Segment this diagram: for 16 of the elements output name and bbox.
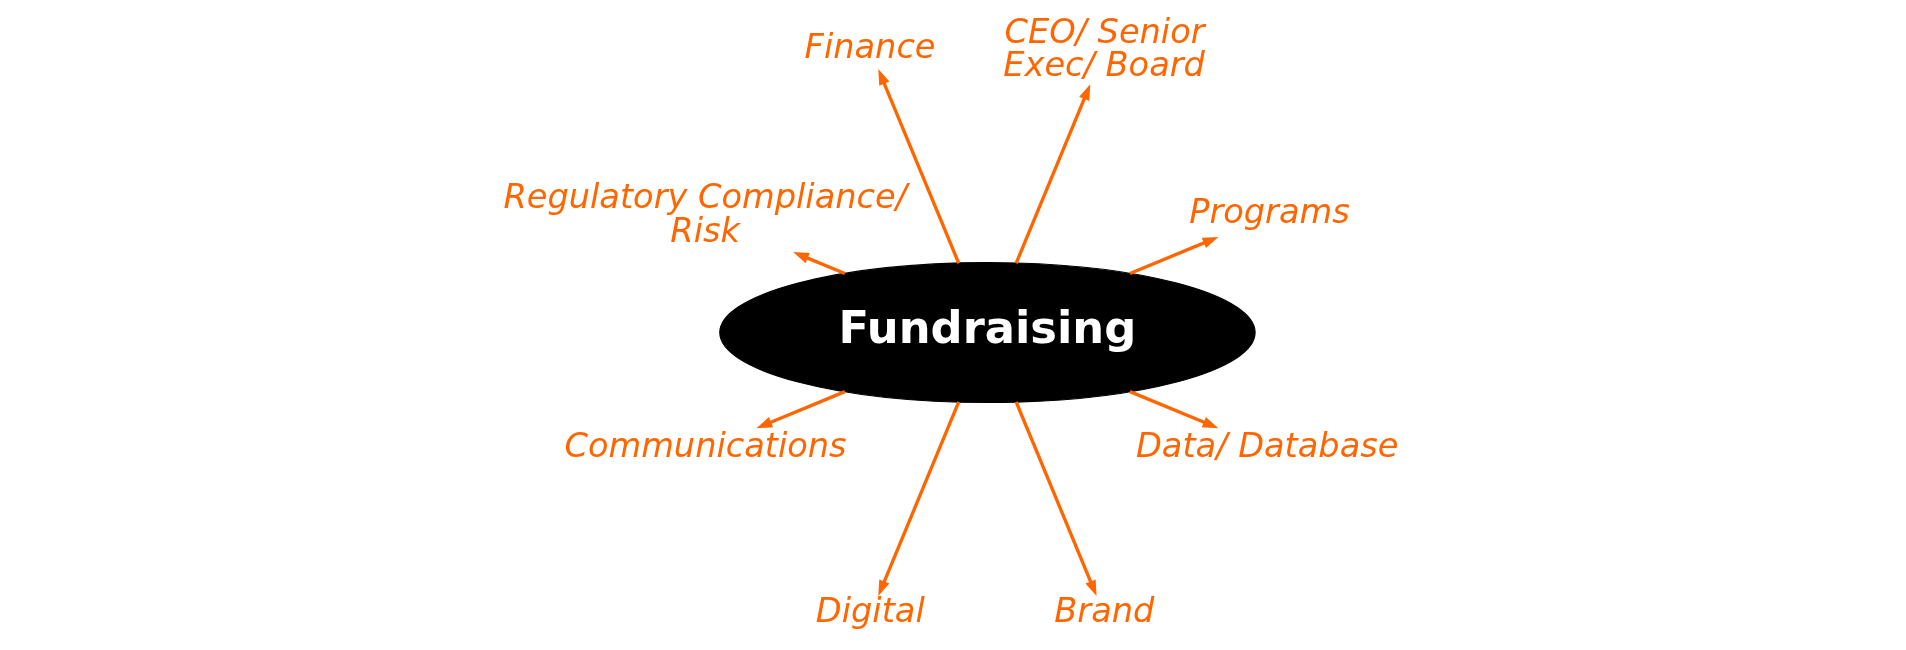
arrow xyxy=(1129,390,1219,429)
node-text: Digital xyxy=(815,590,925,630)
node-text: Data/ Database xyxy=(1136,425,1399,465)
arrow xyxy=(878,69,961,264)
arrow xyxy=(1129,236,1219,276)
arrow xyxy=(756,390,846,429)
node-text: Finance xyxy=(804,27,936,66)
arrow xyxy=(1014,401,1097,597)
node-text: Programs xyxy=(1189,192,1350,232)
node-text: CEO/ Senior Exec/ Board xyxy=(1003,11,1205,85)
node-text: Brand xyxy=(1054,590,1155,630)
arrow xyxy=(878,401,961,597)
node-text: Communications xyxy=(564,425,847,465)
node-ellipse: Fundraising xyxy=(719,262,1256,404)
arrow xyxy=(1014,84,1091,264)
arrow xyxy=(793,252,846,276)
